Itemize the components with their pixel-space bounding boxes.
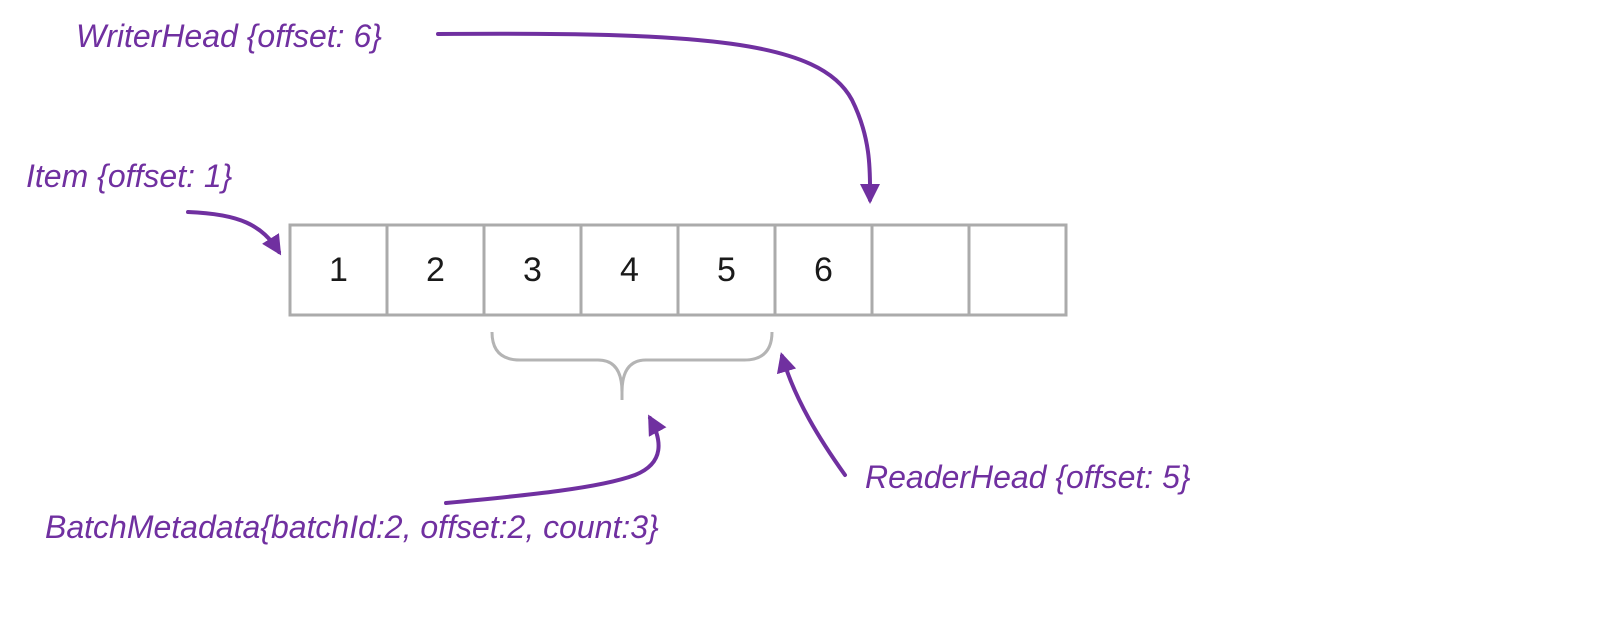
buffer-cell-value: 1 bbox=[329, 251, 348, 289]
buffer-cell bbox=[870, 223, 971, 317]
batch-brace bbox=[490, 331, 774, 400]
buffer-cell-value: 2 bbox=[426, 251, 445, 289]
reader-head-arrow bbox=[776, 352, 847, 477]
buffer-cell-value: 6 bbox=[814, 251, 833, 289]
buffer-cell: 5 bbox=[676, 223, 777, 317]
buffer-cell: 3 bbox=[482, 223, 583, 317]
buffer-cell-value: 5 bbox=[717, 251, 736, 289]
buffer: 1 2 3 4 5 6 bbox=[288, 223, 1068, 317]
batch-metadata-arrow bbox=[444, 414, 667, 505]
buffer-cell bbox=[967, 223, 1068, 317]
buffer-cell: 1 bbox=[288, 223, 389, 317]
buffer-cell-value: 4 bbox=[620, 251, 639, 289]
writer-head-arrow bbox=[436, 31, 881, 204]
buffer-cell: 4 bbox=[579, 223, 680, 317]
buffer-cell: 2 bbox=[385, 223, 486, 317]
item-label: Item {offset: 1} bbox=[26, 158, 233, 194]
writer-head-label: WriterHead {offset: 6} bbox=[76, 18, 382, 54]
item-arrow bbox=[186, 210, 282, 256]
batch-metadata-label: BatchMetadata{batchId:2, offset:2, count… bbox=[45, 509, 659, 545]
reader-head-label: ReaderHead {offset: 5} bbox=[865, 459, 1191, 495]
buffer-cell: 6 bbox=[773, 223, 874, 317]
buffer-cell-value: 3 bbox=[523, 251, 542, 289]
